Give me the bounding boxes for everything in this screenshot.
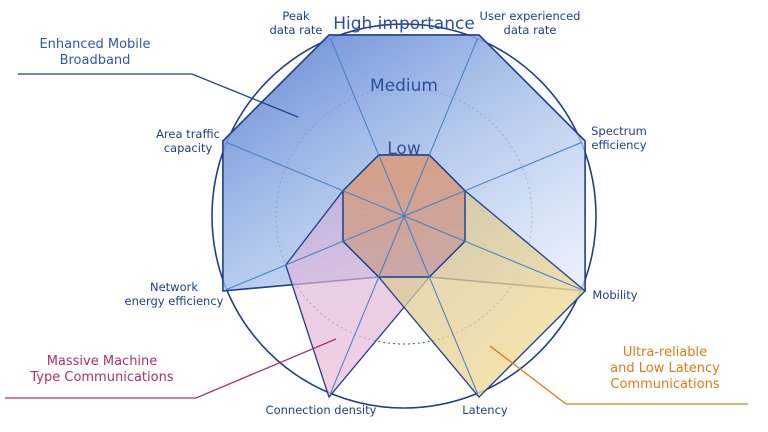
callout-line-embb xyxy=(18,73,299,118)
callout-line-urllc xyxy=(489,345,748,405)
use-case-label-line: Communications xyxy=(610,377,719,392)
axis-label-line: data rate xyxy=(270,23,323,37)
level-medium-label: Medium xyxy=(370,76,438,96)
spoke-spectrum xyxy=(403,142,582,217)
spoke-latency xyxy=(403,215,478,394)
axis-label-connection: Connection density xyxy=(266,403,377,417)
axis-label-line: efficiency xyxy=(591,138,646,152)
spoke-mobility xyxy=(403,215,582,290)
radar-spokes xyxy=(226,38,582,394)
use-case-areas xyxy=(222,34,586,398)
axis-label-mobility: Mobility xyxy=(592,288,637,302)
importance-levels: High importance Medium Low xyxy=(333,14,475,159)
spoke-connection xyxy=(330,215,405,394)
use-case-label-line: Massive Machine xyxy=(47,354,158,369)
spoke-user xyxy=(403,38,478,217)
axis-label-line: data rate xyxy=(504,23,557,37)
axis-label-line: Latency xyxy=(462,403,508,417)
level-high-label: High importance xyxy=(333,14,475,34)
axis-label-line: Connection density xyxy=(266,403,377,417)
axis-label-line: energy efficiency xyxy=(125,294,224,308)
axis-label-line: Peak xyxy=(282,9,310,23)
use-case-label-line: Broadband xyxy=(60,53,131,68)
outer-circle xyxy=(211,23,597,409)
use-case-label-line: Type Communications xyxy=(29,370,173,385)
axis-label-line: Mobility xyxy=(592,288,637,302)
spoke-energy xyxy=(226,215,405,290)
axis-label-line: capacity xyxy=(164,141,213,155)
axis-label-line: User experienced xyxy=(480,9,581,23)
spoke-peak xyxy=(330,38,405,217)
use-case-label-line: and Low Latency xyxy=(610,361,720,376)
use-case-label-line: Ultra-reliable xyxy=(623,345,707,360)
spoke-area xyxy=(226,142,405,217)
axis-label-line: Area traffic xyxy=(156,127,220,141)
axis-label-line: Network xyxy=(150,280,198,294)
axis-label-line: Spectrum xyxy=(591,124,647,138)
axis-label-latency: Latency xyxy=(462,403,508,417)
use-case-label-line: Enhanced Mobile xyxy=(39,37,150,52)
level-low-label: Low xyxy=(387,139,421,159)
callout-line-mmtc xyxy=(5,338,337,399)
